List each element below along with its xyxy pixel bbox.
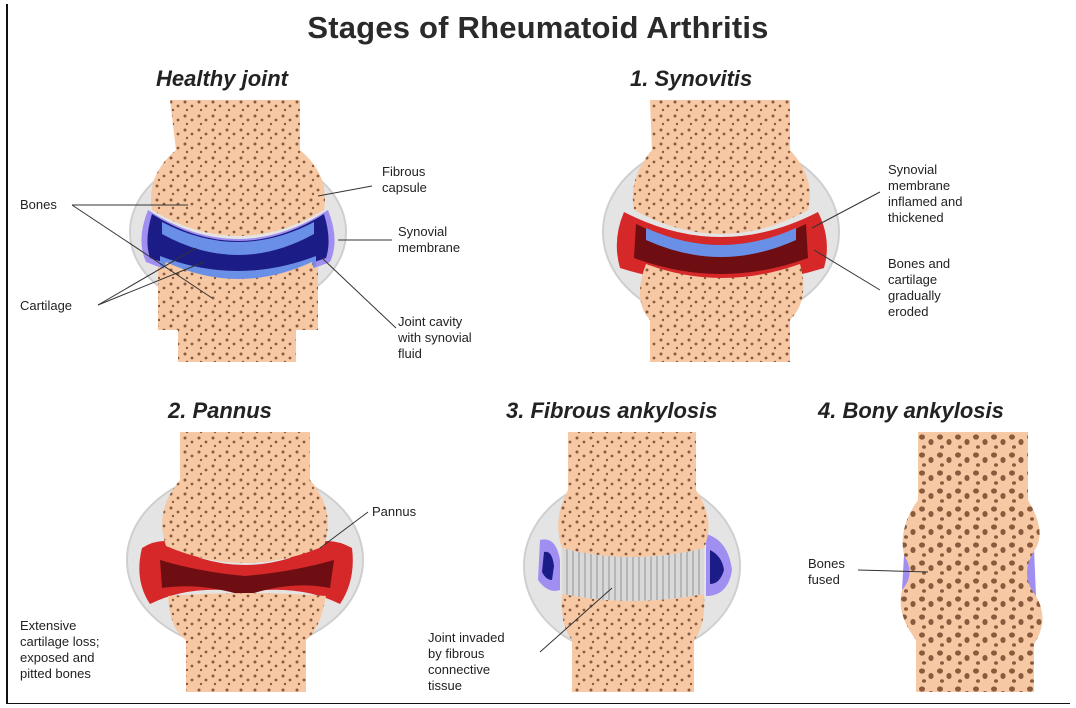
bony-joint: [858, 432, 1043, 692]
synovitis-title: 1. Synovitis: [630, 66, 752, 92]
label-fibrous-capsule: Fibrous capsule: [382, 164, 427, 196]
label-bones-fused: Bones fused: [808, 556, 845, 588]
fibrous-joint: [524, 432, 740, 692]
label-cartilage: Cartilage: [20, 298, 72, 314]
healthy-title: Healthy joint: [156, 66, 288, 92]
label-synovial-membrane: Synovial membrane: [398, 224, 460, 256]
upper-bone-head: [151, 100, 325, 236]
synovitis-upper-bone: [633, 100, 810, 234]
synovitis-joint: [603, 100, 880, 362]
synovitis-lower-bone: [640, 264, 803, 362]
label-cartilage-loss: Extensive cartilage loss; exposed and pi…: [20, 618, 99, 682]
pannus-joint: [127, 432, 368, 692]
bony-fused-bone: [901, 432, 1043, 692]
fibrous-lower-bone: [562, 594, 705, 692]
label-bones-eroded: Bones and cartilage gradually eroded: [888, 256, 950, 320]
pannus-lower-bone: [168, 593, 326, 692]
fibrous-title: 3. Fibrous ankylosis: [506, 398, 718, 424]
healthy-joint: [72, 100, 396, 362]
label-joint-cavity: Joint cavity with synovial fluid: [398, 314, 472, 362]
label-pannus: Pannus: [372, 504, 416, 520]
label-joint-invaded: Joint invaded by fibrous connective tiss…: [428, 630, 505, 694]
pannus-title: 2. Pannus: [168, 398, 272, 424]
bony-title: 4. Bony ankylosis: [818, 398, 1004, 424]
fibrous-upper-bone: [558, 432, 708, 557]
label-membrane-inflamed: Synovial membrane inflamed and thickened: [888, 162, 962, 226]
label-bones: Bones: [20, 197, 57, 213]
pannus-upper-bone: [162, 432, 328, 563]
